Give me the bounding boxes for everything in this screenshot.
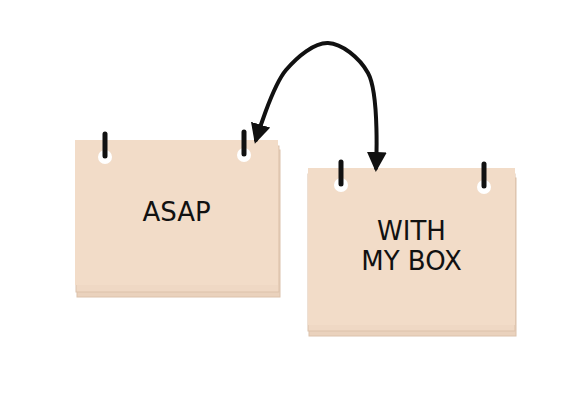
ring-hole <box>237 148 251 162</box>
ring <box>242 132 247 154</box>
ring-hole <box>477 180 491 194</box>
ring-hole <box>334 178 348 192</box>
card-text: WITH MY BOX <box>358 217 466 277</box>
ring <box>103 134 108 156</box>
ring <box>482 164 487 186</box>
edge-layer <box>256 43 377 168</box>
ring <box>339 162 344 184</box>
ring-hole <box>98 150 112 164</box>
rings <box>98 132 491 194</box>
curved-arrow <box>256 43 377 168</box>
card-text: ASAP <box>142 198 210 228</box>
calendar-card: ASAP <box>75 140 278 285</box>
calendar-card: WITH MY BOX <box>308 168 515 325</box>
